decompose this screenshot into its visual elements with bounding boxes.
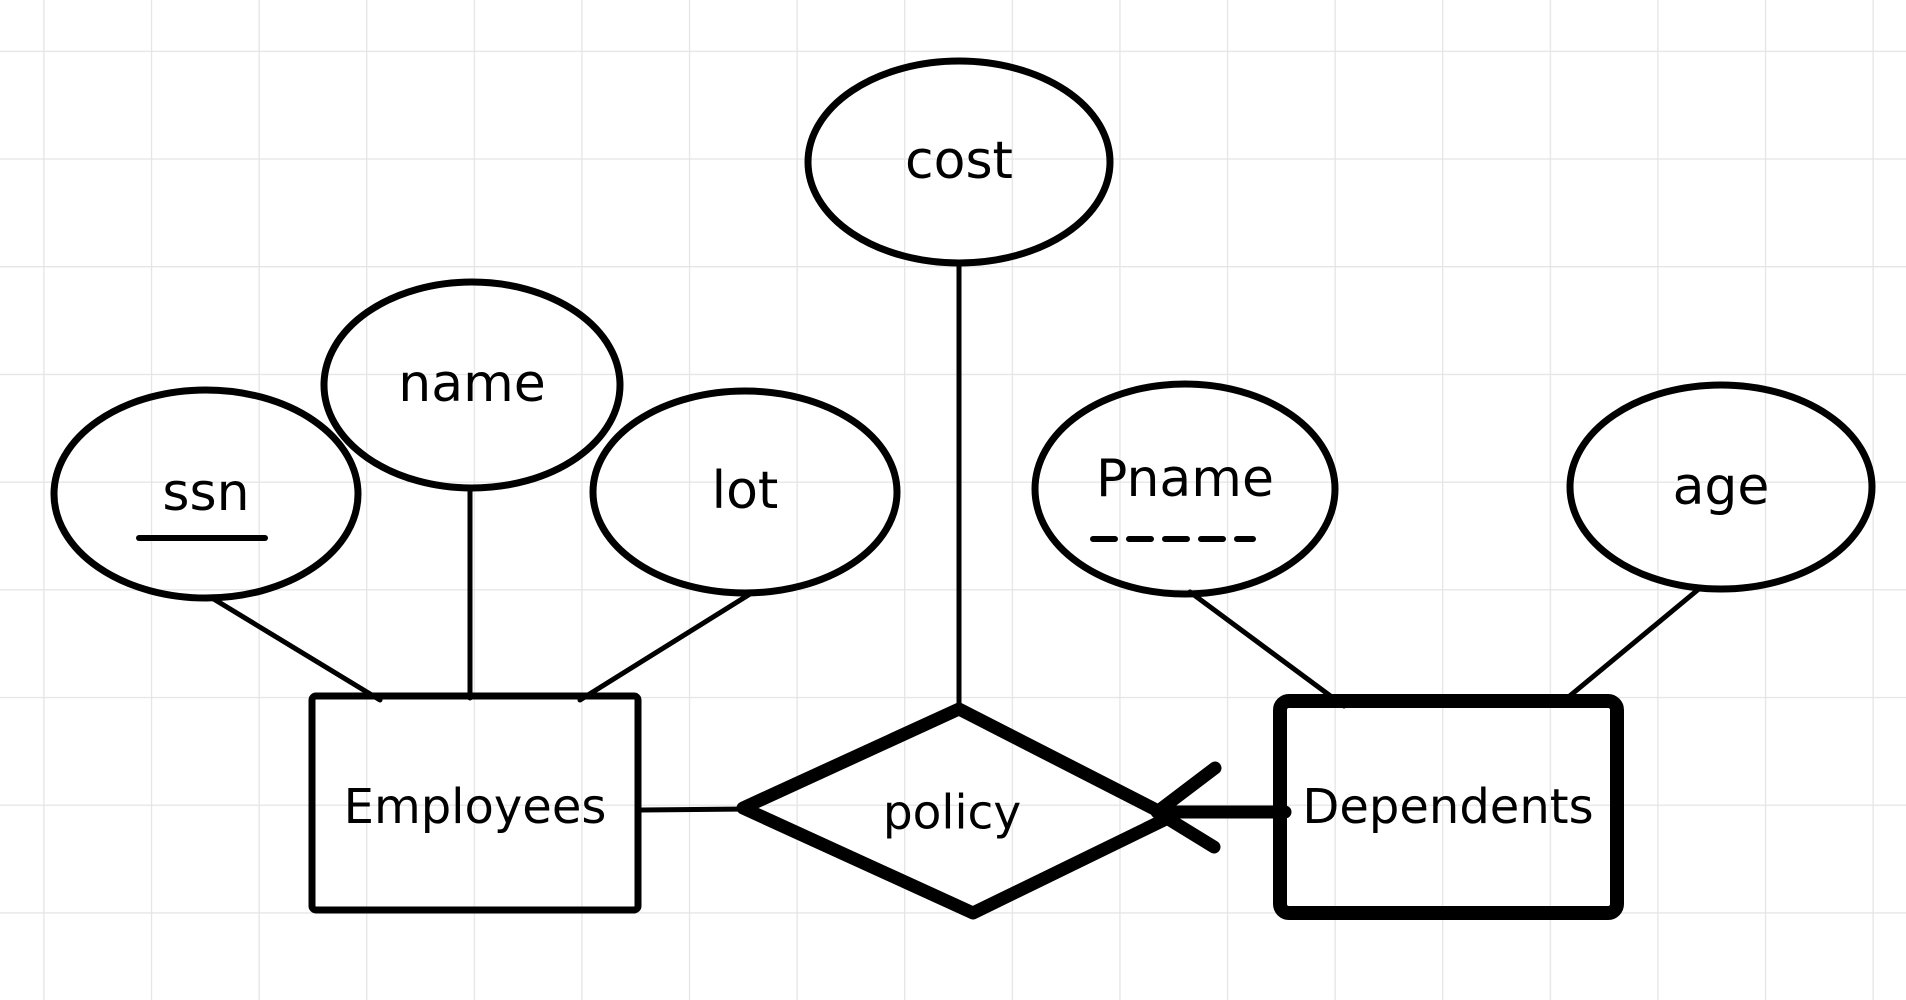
- connector-lot-employees[interactable]: [577, 591, 753, 703]
- attribute-pname[interactable]: Pname: [1031, 380, 1339, 598]
- attribute-ssn-label: ssn: [162, 463, 249, 523]
- attribute-age-label: age: [1673, 457, 1770, 517]
- relationship-policy-diamond: [736, 702, 1177, 920]
- entity-employees-box: [308, 692, 642, 914]
- attribute-lot-label: lot: [712, 461, 779, 521]
- attribute-lot[interactable]: lot: [589, 387, 901, 597]
- attribute-age-ellipse: [1566, 381, 1876, 593]
- attribute-ssn-ellipse: [50, 386, 362, 602]
- entity-dependents-box: [1273, 694, 1624, 920]
- attribute-cost[interactable]: cost: [804, 57, 1114, 267]
- attribute-ssn[interactable]: ssn: [50, 386, 362, 602]
- attribute-name-ellipse: [320, 278, 624, 492]
- attribute-cost-label: cost: [905, 131, 1013, 191]
- attribute-cost-ellipse: [804, 57, 1114, 267]
- entity-employees[interactable]: Employees: [308, 692, 642, 914]
- connector-employees-policy[interactable]: [639, 806, 751, 813]
- entity-dependents-label: Dependents: [1302, 779, 1593, 835]
- relationship-policy-label: policy: [883, 786, 1021, 841]
- entity-employees-label: Employees: [344, 779, 607, 835]
- connector-pname-dependents[interactable]: [1187, 589, 1347, 709]
- attribute-name-label: name: [398, 354, 545, 414]
- connector-ssn-employees[interactable]: [209, 595, 383, 703]
- attribute-name[interactable]: name: [320, 278, 624, 492]
- entity-dependents[interactable]: Dependents: [1273, 694, 1624, 920]
- attribute-age[interactable]: age: [1566, 381, 1876, 593]
- attribute-pname-label: Pname: [1096, 449, 1274, 509]
- connector-age-dependents[interactable]: [1557, 585, 1703, 707]
- attribute-lot-ellipse: [589, 387, 901, 597]
- attribute-pname-ellipse: [1031, 380, 1339, 598]
- relationship-policy[interactable]: policy: [736, 702, 1177, 920]
